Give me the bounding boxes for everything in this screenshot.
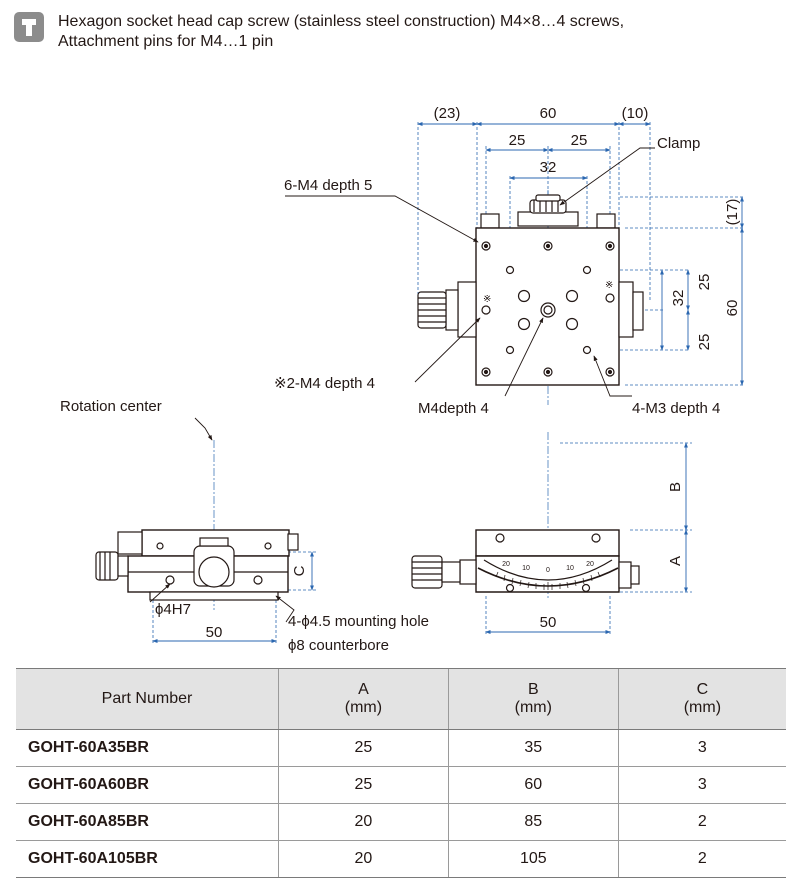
part-number-cell: GOHT-60A85BR (16, 803, 279, 841)
dim-32: 32 (540, 159, 557, 176)
c-cell: 2 (617, 803, 786, 841)
col-c: C(mm) (617, 668, 786, 730)
b-cell: 35 (447, 729, 619, 767)
pin-hole-label: ϕ4H7 (155, 601, 191, 618)
scale-ticks (495, 571, 601, 590)
note-line-1: Hexagon socket head cap screw (stainless… (58, 13, 625, 30)
note-text: Hexagon socket head cap screw (stainless… (58, 12, 624, 52)
scale-label-10-right: 10 (566, 565, 574, 572)
dim-32-vertical: 32 (670, 290, 687, 307)
scale-label-0: 0 (546, 567, 550, 574)
dim-a: A (667, 556, 684, 566)
ref-mark-right: ※ (605, 280, 613, 291)
scale-label-20-right: 20 (586, 561, 594, 568)
top-view-labels: (23) 60 (10) 25 25 32 Clamp 6-M4 depth 5… (274, 105, 741, 417)
spec-table: Part Number A(mm) B(mm) C(mm) GOHT-60A35… (16, 668, 786, 878)
ref-mark-left: ※ (483, 294, 491, 305)
dim-25-upper: 25 (696, 274, 713, 291)
side-view (95, 417, 318, 645)
c-cell: 3 (617, 729, 786, 767)
m3-depth4-label: 4-M3 depth 4 (632, 400, 720, 417)
dim-60-vertical: 60 (724, 300, 741, 317)
a-cell: 20 (278, 803, 449, 841)
c-cell: 3 (617, 766, 786, 804)
counterbore-label: ϕ8 counterbore (288, 637, 389, 654)
m4-depth4-label: M4depth 4 (418, 400, 489, 417)
scale-label-20-left: 20 (502, 561, 510, 568)
table-row: GOHT-60A60BR 25 60 3 (16, 766, 786, 804)
side-view-labels: Rotation center C ϕ4H7 50 4-ϕ4.5 mountin… (60, 398, 429, 654)
front-view-labels: B A 50 20 10 0 10 20 (502, 482, 684, 631)
rotation-center-label: Rotation center (60, 398, 162, 415)
note-line-2: Attachment pins for M4…1 pin (58, 33, 274, 50)
b-cell: 60 (447, 766, 619, 804)
dim-b: B (667, 482, 684, 492)
screw-icon (14, 12, 44, 42)
table-row: GOHT-60A35BR 25 35 3 (16, 729, 786, 767)
dim-25-right: 25 (571, 132, 588, 149)
dim-c: C (291, 565, 308, 576)
m4-ref-label: ※2-M4 depth 4 (274, 375, 375, 392)
scale-label-10-left: 10 (522, 565, 530, 572)
dim-50-side: 50 (206, 624, 223, 641)
mounting-hole-label: 4-ϕ4.5 mounting hole (288, 613, 429, 630)
a-cell: 20 (278, 840, 449, 878)
dim-50-front: 50 (540, 614, 557, 631)
technical-drawing: (23) 60 (10) 25 25 32 Clamp 6-M4 depth 5… (60, 105, 745, 654)
dim-60: 60 (540, 105, 557, 122)
table-row: GOHT-60A105BR 20 105 2 (16, 840, 786, 878)
col-a: A(mm) (278, 668, 449, 730)
dim-23: (23) (434, 105, 461, 122)
clamp-label: Clamp (657, 135, 700, 152)
a-cell: 25 (278, 766, 449, 804)
dim-25-left: 25 (509, 132, 526, 149)
c-cell: 2 (617, 840, 786, 878)
b-cell: 105 (447, 840, 619, 878)
dim-17: (17) (724, 199, 741, 226)
table-row: GOHT-60A85BR 20 85 2 (16, 803, 786, 841)
a-cell: 25 (278, 729, 449, 767)
part-number-cell: GOHT-60A60BR (16, 766, 279, 804)
part-number-cell: GOHT-60A35BR (16, 729, 279, 767)
col-part-number: Part Number (16, 668, 279, 730)
front-view (411, 432, 692, 636)
b-cell: 85 (447, 803, 619, 841)
dim-10: (10) (622, 105, 649, 122)
part-number-cell: GOHT-60A105BR (16, 840, 279, 878)
top-view (285, 121, 745, 405)
m4-depth5-label: 6-M4 depth 5 (284, 177, 372, 194)
dim-25-lower: 25 (696, 334, 713, 351)
col-b: B(mm) (447, 668, 619, 730)
spec-table-header: Part Number A(mm) B(mm) C(mm) (16, 668, 786, 730)
